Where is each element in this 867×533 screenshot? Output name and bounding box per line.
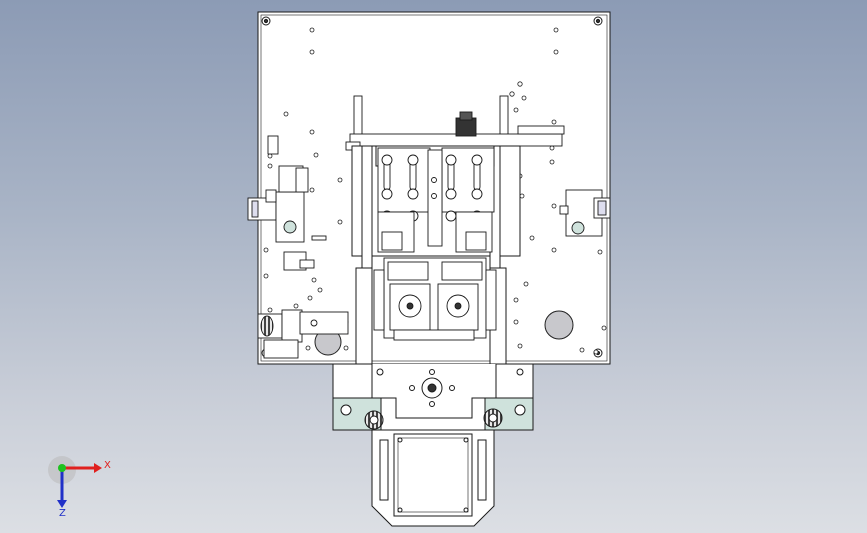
coordinate-triad: X Z <box>48 456 111 519</box>
z-axis-label: Z <box>59 508 66 519</box>
large-holes <box>314 310 574 356</box>
left-knob-block[interactable] <box>332 397 384 431</box>
slotted-plates <box>377 147 495 253</box>
right-knob-block[interactable] <box>483 397 534 431</box>
right-cylinder-assembly[interactable] <box>559 189 611 237</box>
plate-holes <box>263 27 607 355</box>
y-axis-dot <box>58 464 66 472</box>
left-cylinder-assembly[interactable] <box>247 135 327 271</box>
gripper-housings[interactable] <box>373 257 497 341</box>
x-axis-label: X <box>104 460 111 471</box>
guide-rails[interactable] <box>345 95 565 151</box>
left-lower-cylinder[interactable] <box>257 309 349 359</box>
bottom-tray[interactable] <box>371 429 495 527</box>
